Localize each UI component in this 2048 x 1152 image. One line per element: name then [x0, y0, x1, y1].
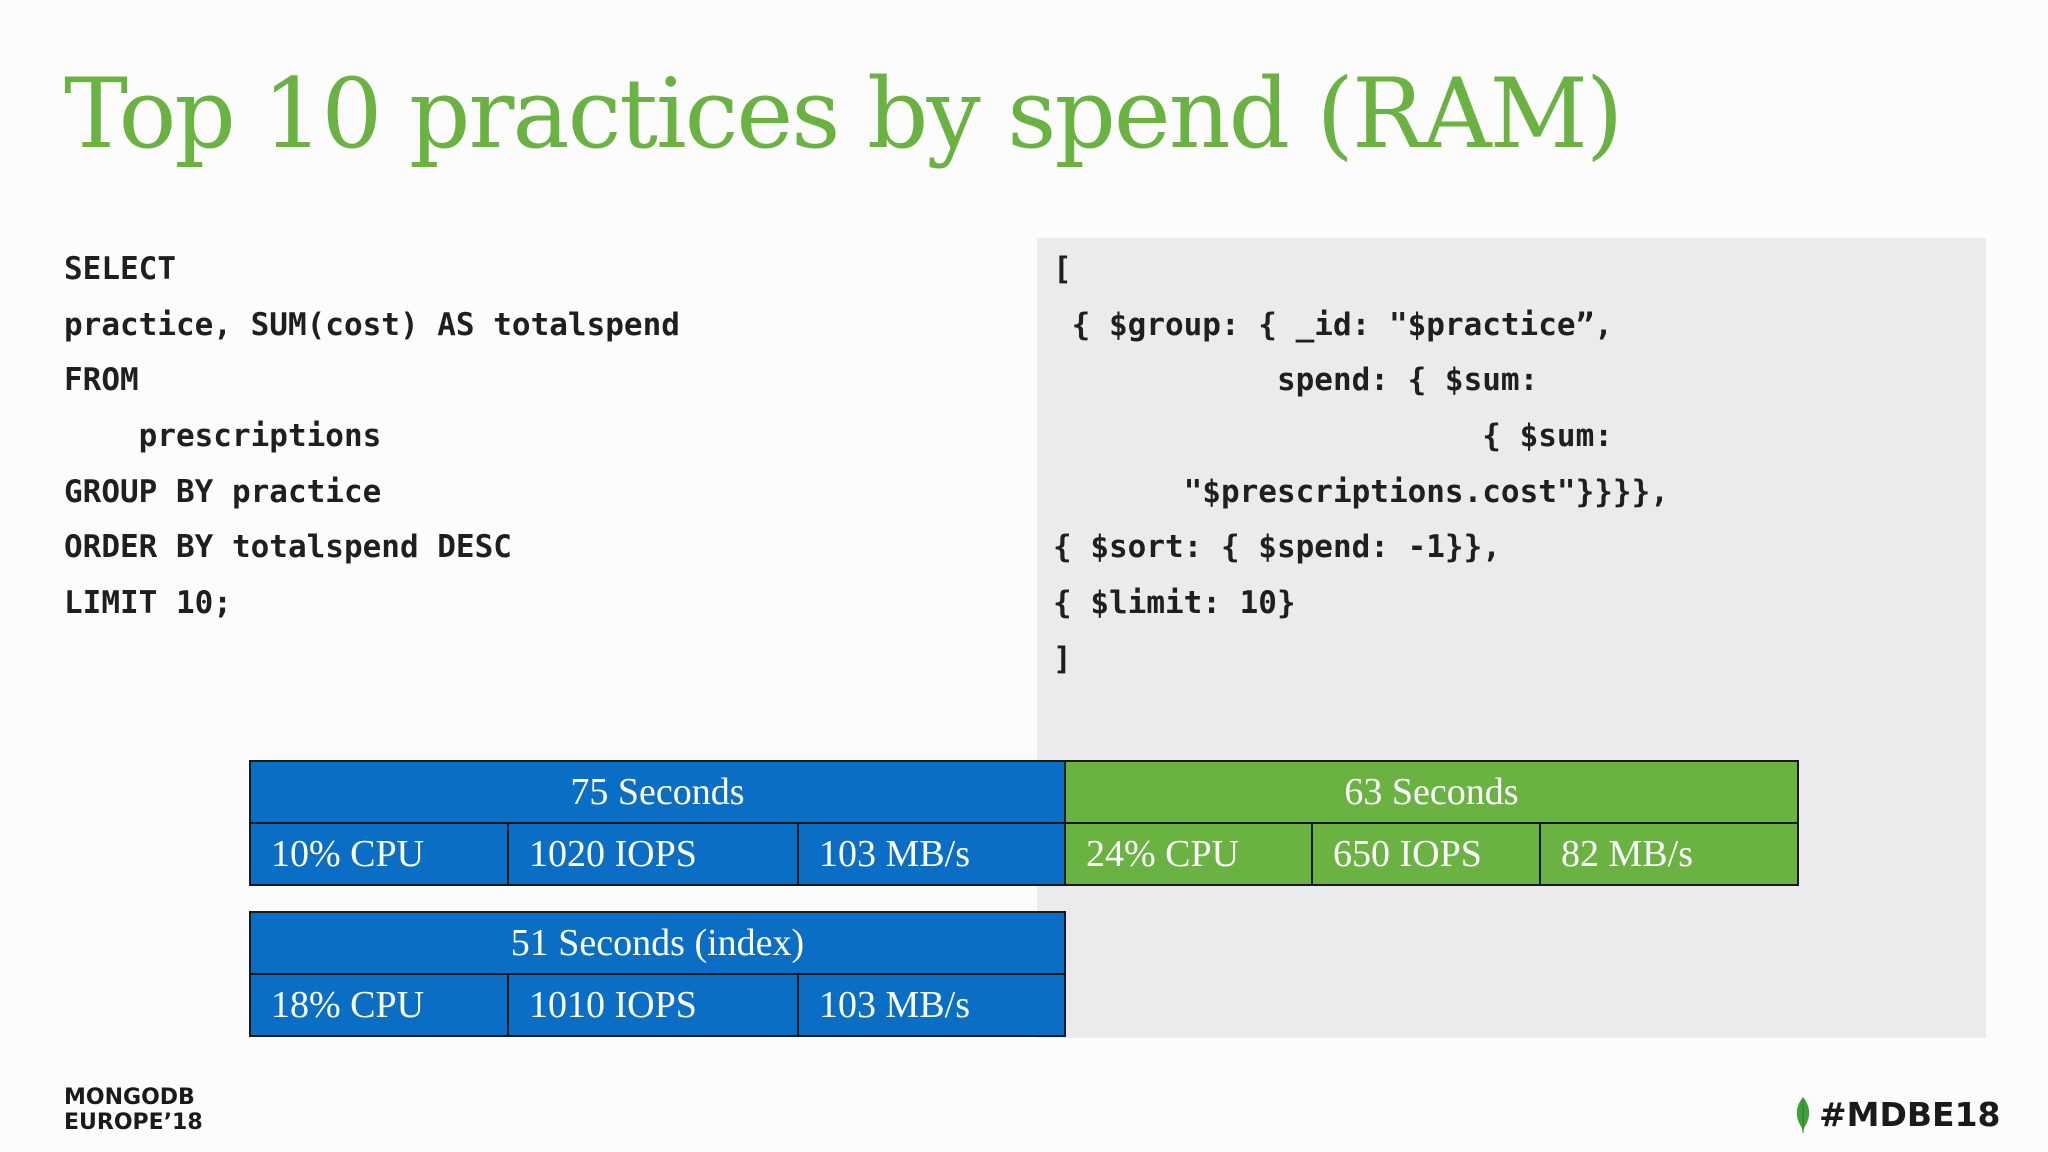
mongo-iops: 650 IOPS	[1311, 822, 1541, 886]
sql-code-line: SELECT	[64, 251, 176, 287]
stats-header-row: 51 Seconds (index)	[249, 911, 1066, 975]
sql-index-iops: 1010 IOPS	[507, 973, 799, 1037]
logo-line-2: EUROPE’18	[64, 1110, 203, 1135]
sql-code-line: prescriptions	[64, 418, 382, 455]
stats-metrics-row: 18% CPU 1010 IOPS 103 MB/s	[249, 973, 1066, 1037]
sql-duration: 75 Seconds	[249, 760, 1066, 824]
mongo-code-line: "$prescriptions.cost"}}}},	[1053, 473, 1669, 510]
logo-line-1: MONGODB	[64, 1085, 195, 1110]
mongo-code-line: [	[1053, 251, 1072, 287]
sql-iops: 1020 IOPS	[507, 822, 799, 886]
mongodb-europe-logo: MONGODB EUROPE’18	[64, 1085, 203, 1135]
mongo-code-line: ]	[1053, 640, 1072, 677]
mongo-cpu: 24% CPU	[1064, 822, 1313, 886]
stats-metrics-row: 10% CPU 1020 IOPS 103 MB/s	[249, 822, 1066, 886]
mongo-code-panel	[1037, 238, 1986, 1038]
mongodb-leaf-icon	[1796, 1096, 1810, 1133]
sql-code-block: SELECT practice, SUM(cost) AS totalspend…	[64, 242, 680, 632]
sql-index-duration: 51 Seconds (index)	[249, 911, 1066, 975]
sql-code-line: practice, SUM(cost) AS totalspend	[64, 306, 680, 343]
mongo-code-line: { $sum:	[1053, 418, 1613, 455]
sql-code-line: ORDER BY totalspend DESC	[64, 529, 512, 566]
stats-metrics-row: 24% CPU 650 IOPS 82 MB/s	[1064, 822, 1799, 886]
sql-index-stats-table: 51 Seconds (index) 18% CPU 1010 IOPS 103…	[249, 911, 1066, 1037]
mongo-code-line: { $sort: { $spend: -1}},	[1053, 529, 1501, 566]
hashtag-text: #MDBE18	[1819, 1095, 2001, 1134]
sql-code-line: FROM	[64, 362, 139, 399]
mongo-stats-table: 63 Seconds 24% CPU 650 IOPS 82 MB/s	[1064, 760, 1799, 886]
sql-cpu: 10% CPU	[249, 822, 509, 886]
mongo-duration: 63 Seconds	[1064, 760, 1799, 824]
mongo-code-block: [ { $group: { _id: "$practice”, spend: {…	[1053, 242, 1669, 688]
sql-throughput: 103 MB/s	[797, 822, 1066, 886]
mongo-code-line: spend: { $sum:	[1053, 362, 1539, 399]
mongo-code-line: { $group: { _id: "$practice”,	[1053, 306, 1613, 343]
event-hashtag: #MDBE18	[1793, 1095, 2001, 1134]
sql-stats-table: 75 Seconds 10% CPU 1020 IOPS 103 MB/s	[249, 760, 1066, 886]
slide-title: Top 10 practices by spend (RAM)	[64, 58, 1623, 170]
sql-index-cpu: 18% CPU	[249, 973, 509, 1037]
stats-header-row: 63 Seconds	[1064, 760, 1799, 824]
stats-header-row: 75 Seconds	[249, 760, 1066, 824]
sql-code-line: LIMIT 10;	[64, 585, 232, 622]
sql-code-line: GROUP BY practice	[64, 473, 382, 510]
mongo-throughput: 82 MB/s	[1539, 822, 1799, 886]
mongo-code-line: { $limit: 10}	[1053, 585, 1296, 622]
sql-index-throughput: 103 MB/s	[797, 973, 1066, 1037]
